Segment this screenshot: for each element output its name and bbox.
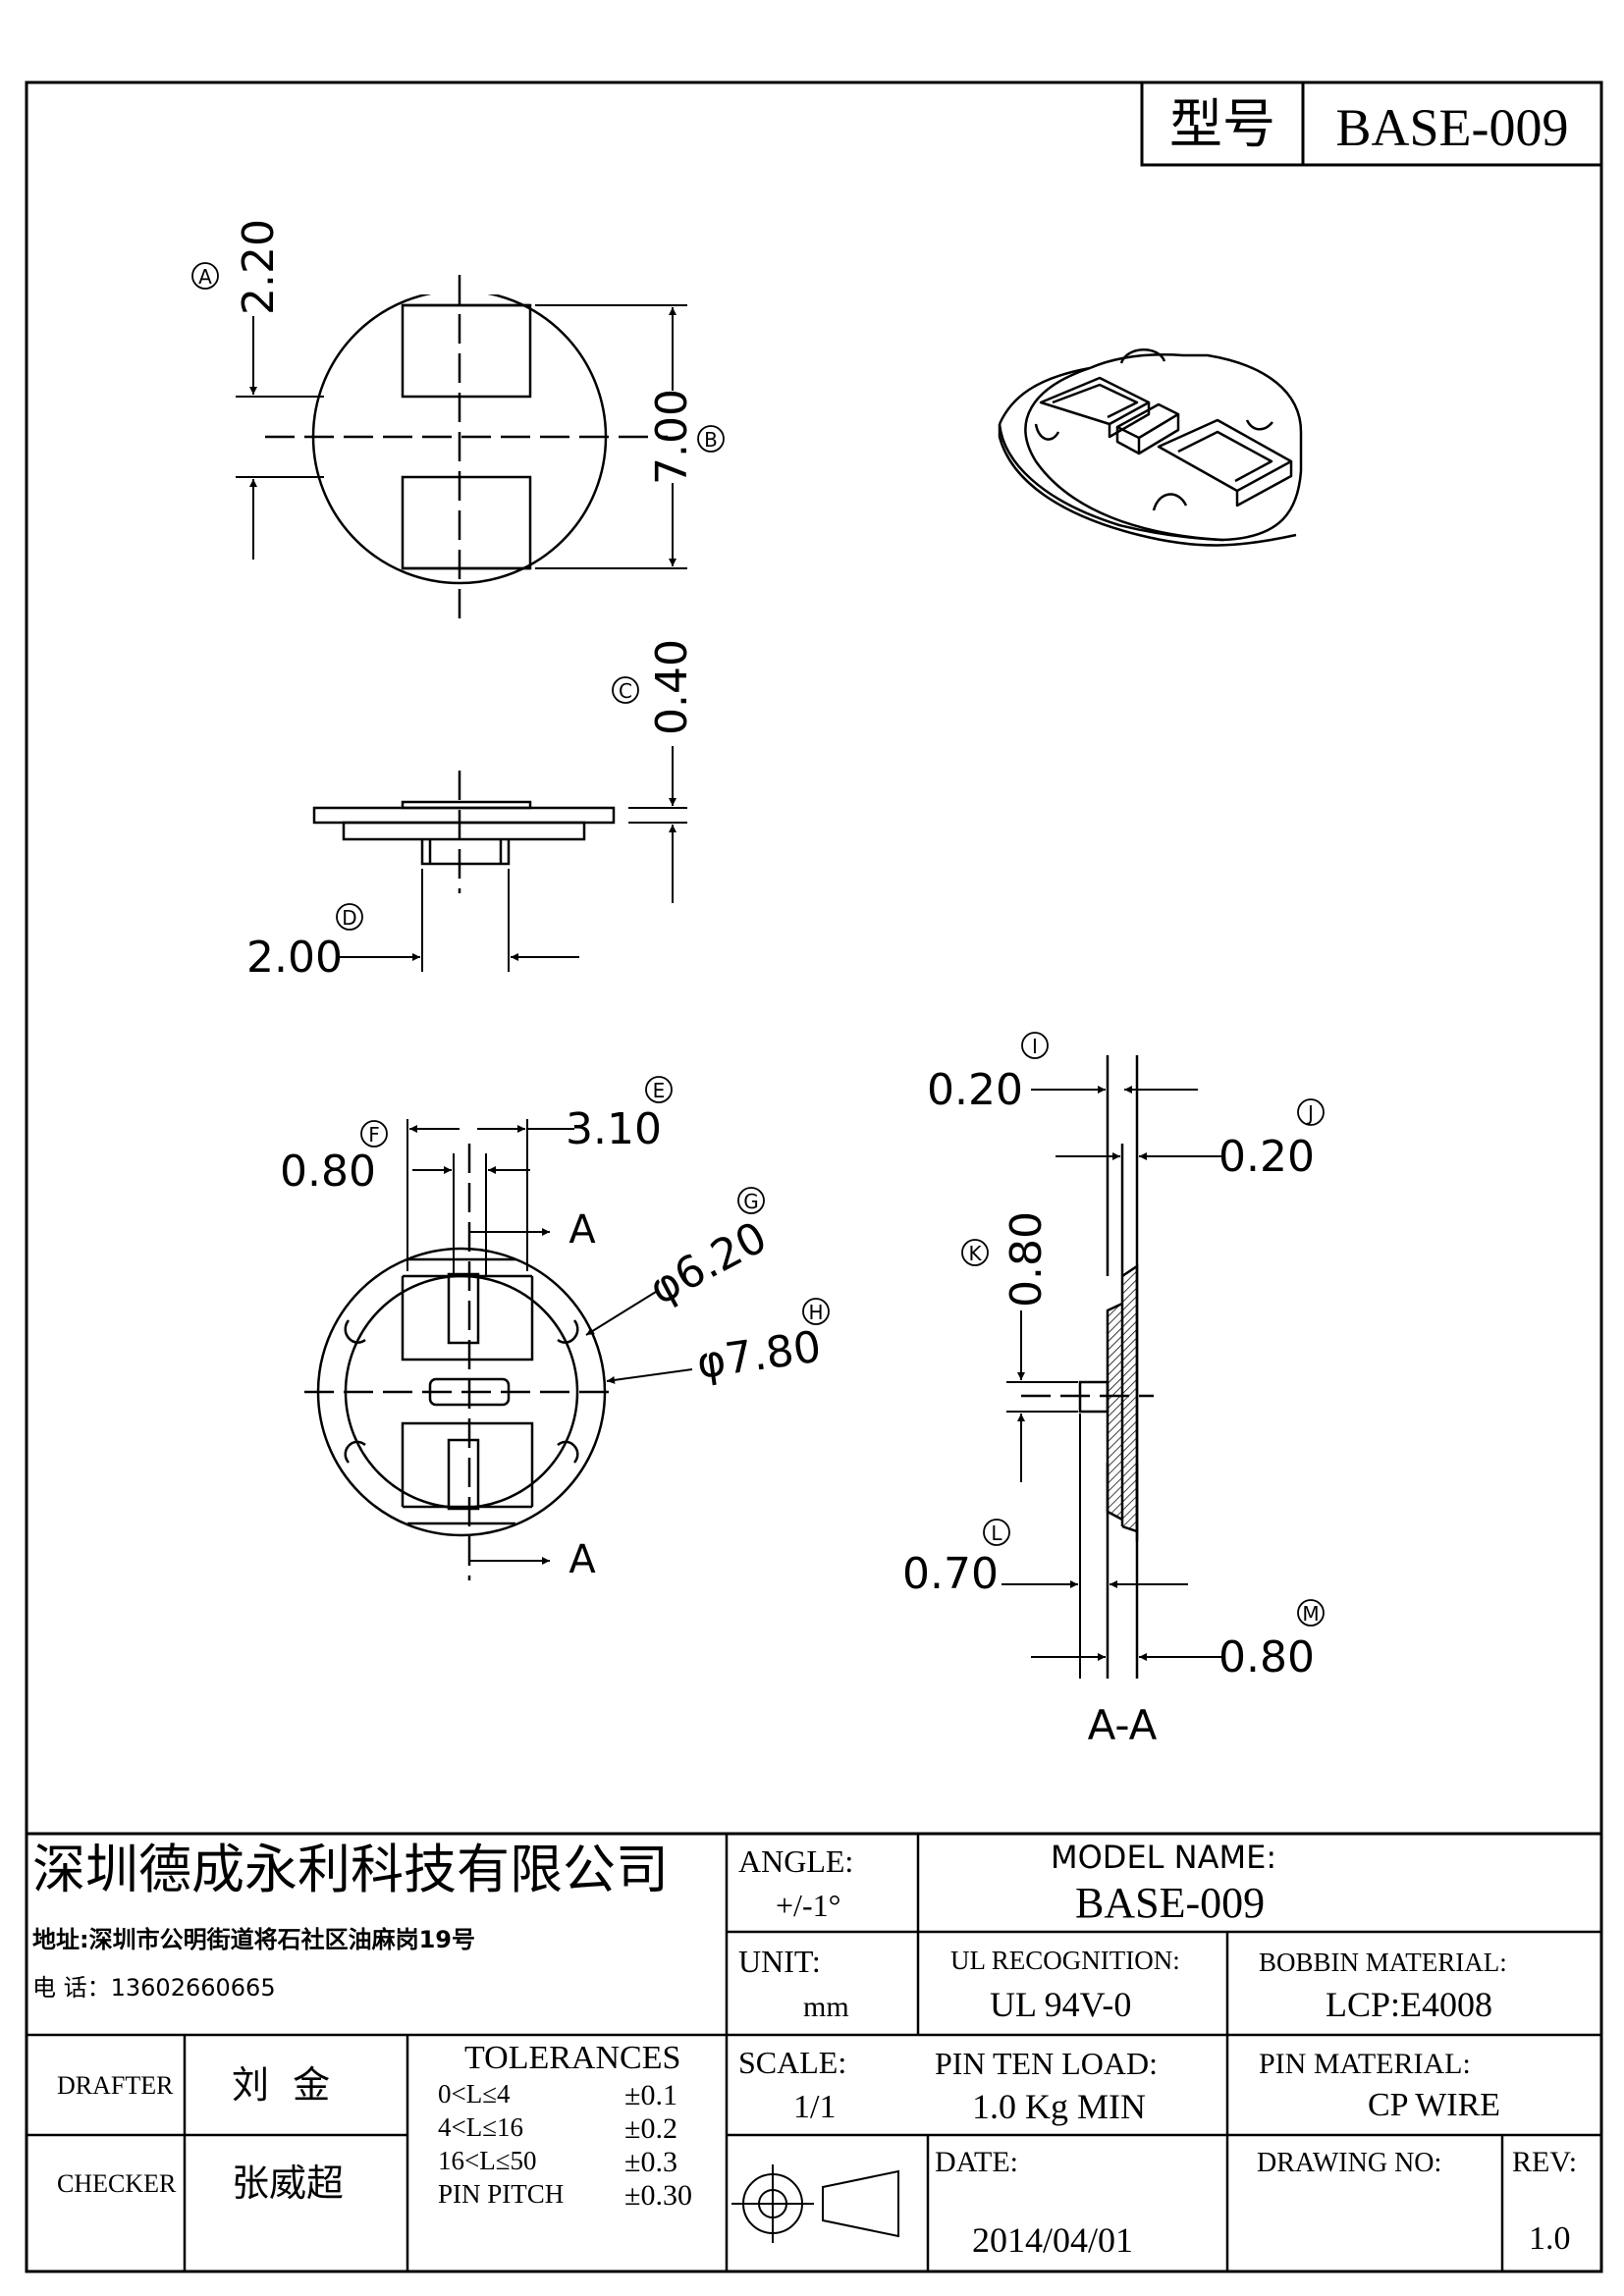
tolerances-label: TOLERANCES bbox=[464, 2040, 681, 2076]
marker-circle-l bbox=[983, 1519, 1010, 1546]
section-view-dimensions bbox=[1001, 1086, 1222, 1679]
model-name-label: MODEL NAME: bbox=[1051, 1839, 1277, 1876]
checker-label: CHECKER bbox=[57, 2169, 177, 2198]
company-phone: 电 话：13602660665 bbox=[32, 1974, 276, 2002]
drawing-no-label: DRAWING NO: bbox=[1257, 2148, 1442, 2178]
marker-circle-i bbox=[1021, 1032, 1049, 1059]
drafter-name: 刘 金 bbox=[232, 2063, 331, 2107]
drafter-label: DRAFTER bbox=[57, 2071, 174, 2100]
dim-value-m: 0.80 bbox=[1218, 1632, 1315, 1682]
tolerance-value: ±0.30 bbox=[624, 2179, 692, 2212]
marker-letter-b: B bbox=[704, 428, 718, 452]
dim-value-b: 7.00 bbox=[647, 389, 697, 485]
marker-letter-h: H bbox=[808, 1301, 823, 1324]
pin-material-label: PIN MATERIAL: bbox=[1259, 2048, 1471, 2080]
dim-value-j: 0.20 bbox=[1218, 1132, 1315, 1182]
tolerance-range: 16<L≤50 bbox=[438, 2146, 537, 2175]
top-view-dimensions bbox=[236, 304, 687, 569]
marker-circle-b bbox=[697, 425, 725, 453]
rev-value: 1.0 bbox=[1529, 2220, 1571, 2257]
marker-circle-a bbox=[191, 262, 219, 290]
tolerance-value: ±0.1 bbox=[624, 2079, 677, 2111]
model-box-label: 型号 bbox=[1169, 95, 1275, 154]
bobbin-material-label: BOBBIN MATERIAL: bbox=[1259, 1948, 1507, 1977]
marker-circle-j bbox=[1297, 1098, 1325, 1126]
section-title: A-A bbox=[1088, 1701, 1158, 1749]
bottom-view-dimensions bbox=[406, 1119, 693, 1565]
checker-name: 张威超 bbox=[232, 2162, 345, 2205]
section-view bbox=[1021, 1055, 1154, 1679]
bottom-view bbox=[304, 1144, 619, 1580]
company-name: 深圳德成永利科技有限公司 bbox=[32, 1841, 669, 1899]
isometric-view bbox=[998, 348, 1303, 547]
marker-letter-a: A bbox=[198, 265, 212, 289]
ul-value: UL 94V-0 bbox=[990, 1985, 1132, 2024]
scale-label: SCALE: bbox=[738, 2045, 847, 2080]
side-view-dimensions bbox=[339, 746, 687, 972]
dim-value-c: 0.40 bbox=[647, 639, 697, 735]
angle-label: ANGLE: bbox=[738, 1843, 854, 1879]
marker-letter-l: L bbox=[991, 1522, 1002, 1545]
rev-value-box: 1.0 bbox=[1505, 2189, 1599, 2269]
dim-value-l: 0.70 bbox=[902, 1549, 999, 1599]
marker-circle-k bbox=[961, 1239, 989, 1266]
marker-circle-h bbox=[802, 1298, 830, 1325]
dim-value-k: 0.80 bbox=[1001, 1211, 1052, 1308]
pin-material-value: CP WIRE bbox=[1368, 2087, 1501, 2123]
company-address: 地址:深圳市公明街道将石社区油麻岗19号 bbox=[32, 1926, 475, 1953]
marker-circle-d bbox=[336, 903, 363, 931]
tolerance-range: PIN PITCH bbox=[438, 2179, 565, 2209]
top-view bbox=[265, 275, 668, 618]
section-mark-bottom: A bbox=[568, 1537, 596, 1582]
title-block-grid bbox=[27, 1834, 1601, 2271]
bobbin-material-value: LCP:E4008 bbox=[1326, 1985, 1493, 2024]
marker-circle-m bbox=[1297, 1599, 1325, 1627]
marker-letter-g: G bbox=[743, 1190, 759, 1213]
marker-letter-k: K bbox=[968, 1242, 982, 1265]
dim-value-d: 2.00 bbox=[246, 933, 343, 983]
unit-value: mm bbox=[803, 1991, 849, 2023]
dim-value-f: 0.80 bbox=[280, 1147, 376, 1197]
drawing-frame bbox=[25, 80, 1603, 2273]
model-box bbox=[1140, 82, 1601, 167]
marker-letter-j: J bbox=[1306, 1101, 1314, 1125]
tolerance-range: 0<L≤4 bbox=[438, 2079, 511, 2109]
marker-letter-f: F bbox=[368, 1123, 380, 1147]
tolerance-table: 0<L≤4 ±0.1 4<L≤16 ±0.2 16<L≤50 ±0.3 PIN … bbox=[410, 2079, 723, 2269]
date-label: DATE: bbox=[935, 2146, 1018, 2178]
marker-letter-m: M bbox=[1302, 1602, 1319, 1626]
projection-symbol bbox=[731, 2164, 899, 2243]
pin-load-value: 1.0 Kg MIN bbox=[972, 2087, 1146, 2126]
model-name-value: BASE-009 bbox=[1075, 1879, 1266, 1927]
dim-value-i: 0.20 bbox=[927, 1065, 1023, 1115]
dim-value-e: 3.10 bbox=[566, 1104, 662, 1154]
tolerance-value: ±0.2 bbox=[624, 2112, 677, 2145]
scale-value: 1/1 bbox=[793, 2089, 837, 2125]
rev-label: REV: bbox=[1512, 2146, 1578, 2178]
unit-label: UNIT: bbox=[738, 1944, 821, 1979]
date-value: 2014/04/01 bbox=[972, 2220, 1134, 2260]
ul-label: UL RECOGNITION: bbox=[950, 1946, 1180, 1975]
marker-letter-i: I bbox=[1032, 1035, 1038, 1058]
side-view bbox=[312, 771, 616, 893]
dim-value-a: 2.20 bbox=[234, 219, 284, 315]
marker-letter-d: D bbox=[342, 906, 356, 930]
model-box-value: BASE-009 bbox=[1335, 98, 1568, 157]
dim-value-g: φ6.20 bbox=[641, 1212, 775, 1315]
pin-load-label: PIN TEN LOAD: bbox=[935, 2046, 1158, 2081]
dim-value-h: φ7.80 bbox=[694, 1322, 825, 1389]
tolerance-value: ±0.3 bbox=[624, 2146, 677, 2178]
date-value-box: 2014/04/01 bbox=[931, 2189, 1225, 2269]
marker-circle-f bbox=[360, 1120, 388, 1148]
marker-circle-e bbox=[645, 1076, 673, 1103]
marker-circle-g bbox=[737, 1187, 765, 1214]
marker-letter-c: C bbox=[619, 679, 632, 703]
tolerance-range: 4<L≤16 bbox=[438, 2112, 524, 2142]
marker-circle-c bbox=[612, 676, 639, 704]
section-mark-top: A bbox=[568, 1207, 596, 1253]
angle-value: +/-1° bbox=[776, 1888, 841, 1923]
marker-letter-e: E bbox=[653, 1079, 666, 1102]
